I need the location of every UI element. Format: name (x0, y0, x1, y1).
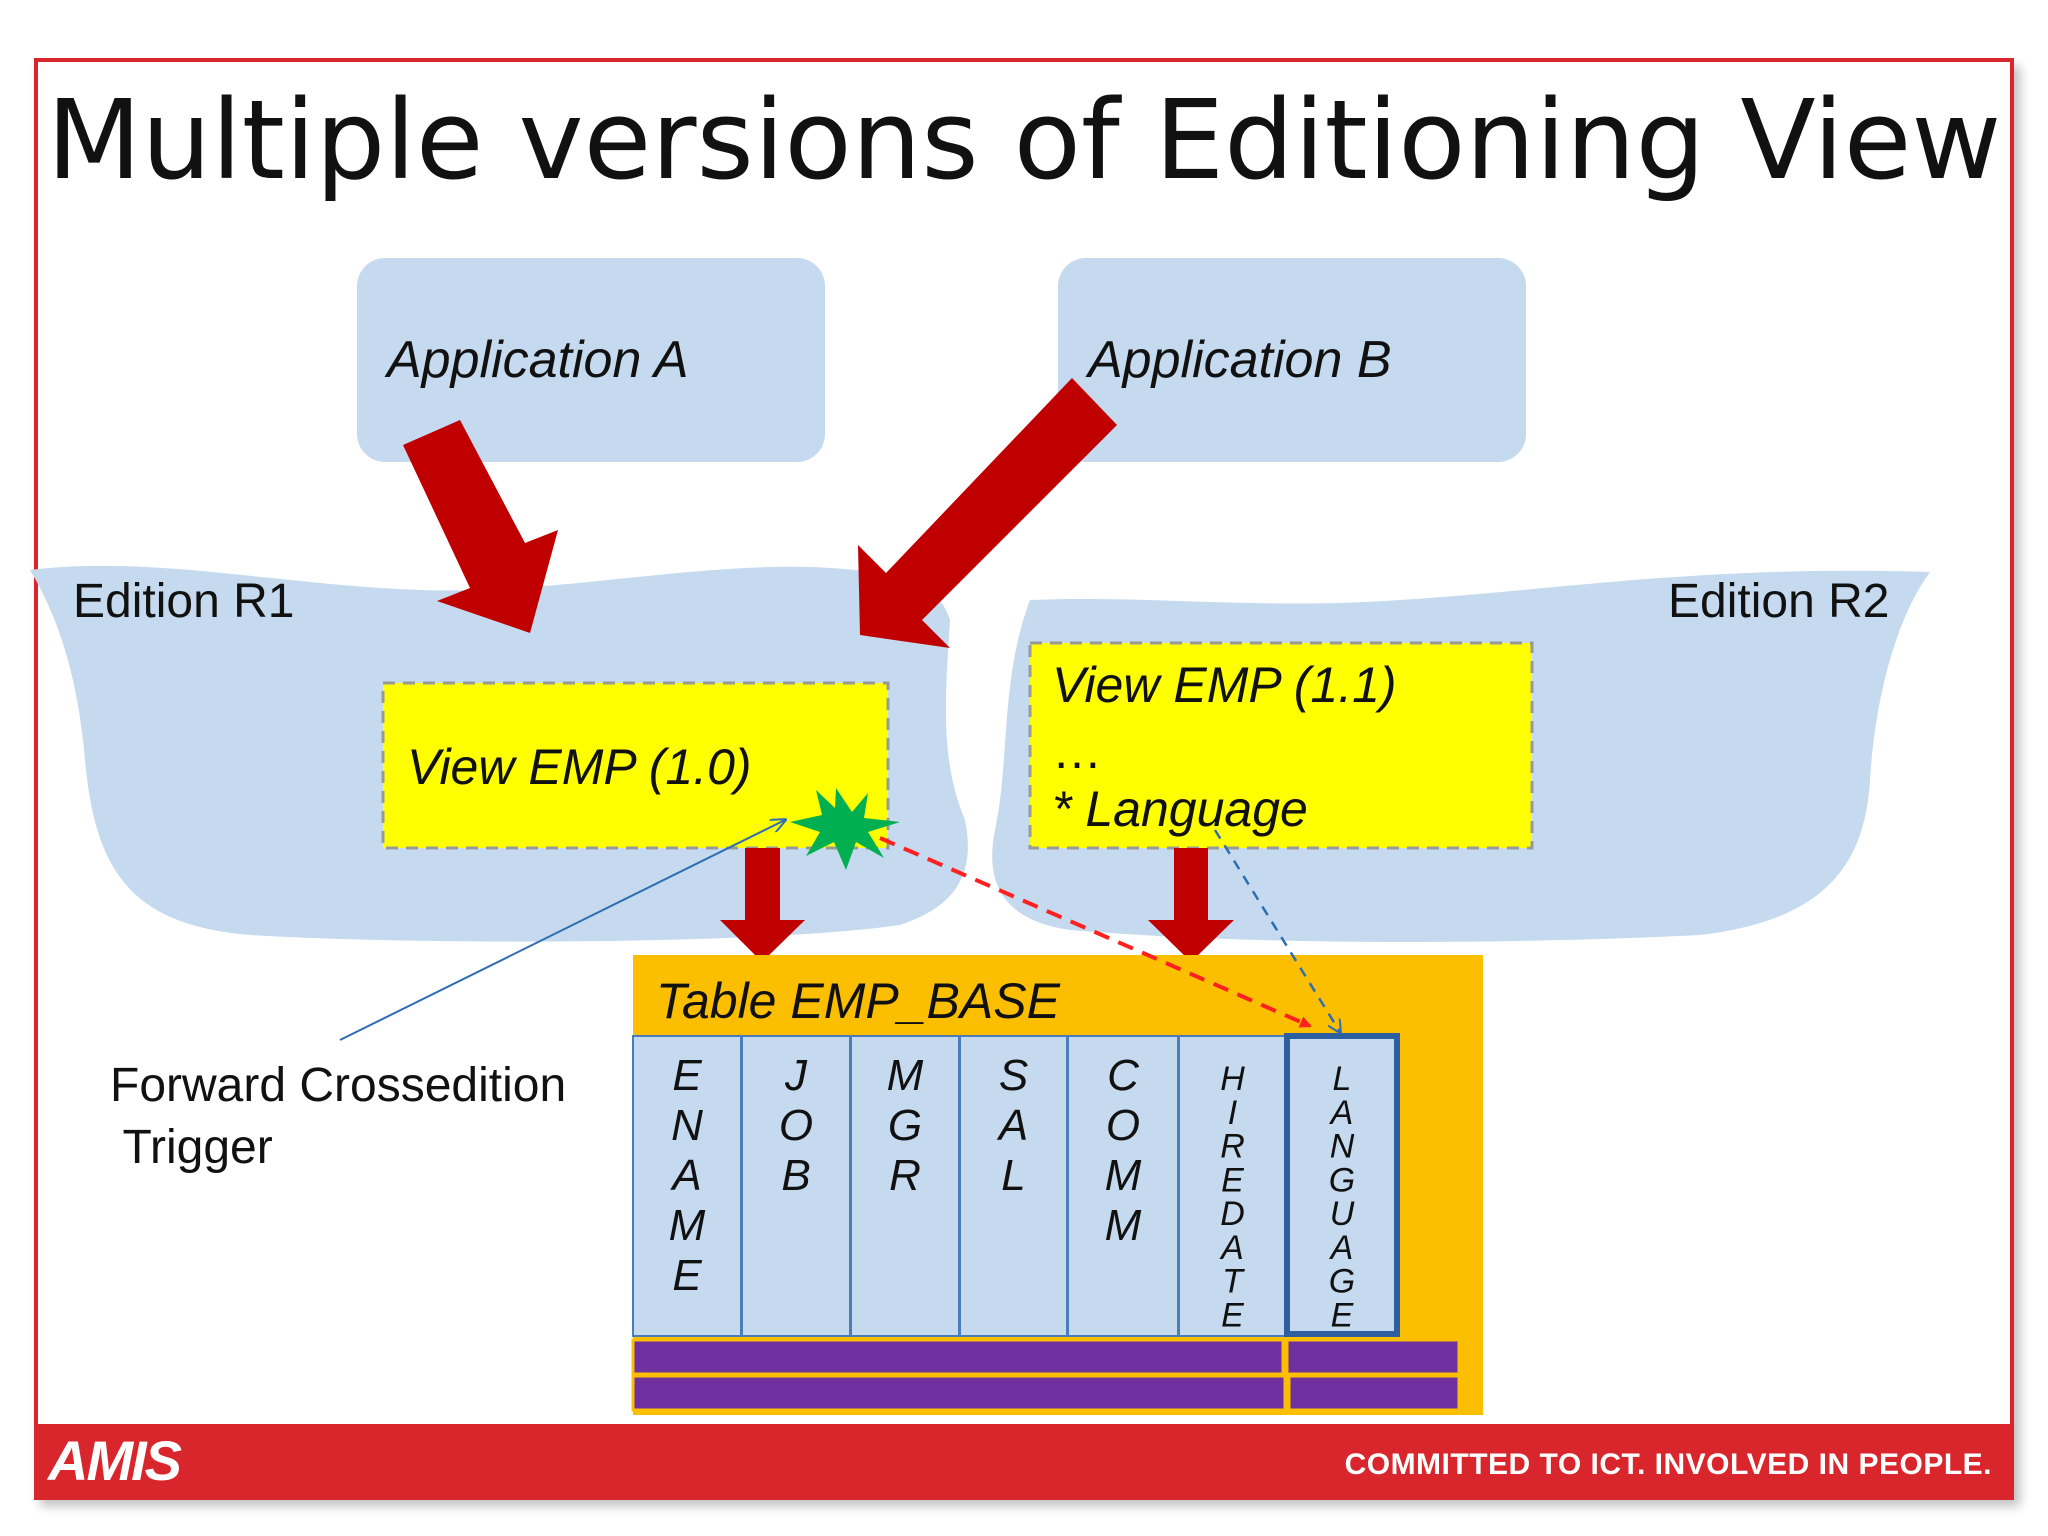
table-column-job-letter: J (784, 1051, 808, 1100)
application-b-box (1058, 258, 1526, 462)
table-column-job-letter: B (781, 1151, 810, 1200)
table-column-ename (632, 1035, 742, 1337)
table-row-2-language (1287, 1374, 1461, 1412)
view-emp-1-1-ellipsis: … (1052, 723, 1102, 779)
table-column-hiredate-letter: I (1228, 1094, 1238, 1132)
table-column-job-letter: O (779, 1101, 813, 1150)
table-column-language-letter: A (1329, 1094, 1354, 1132)
table-column-hiredate (1178, 1035, 1287, 1337)
table-column-ename-letter: N (671, 1101, 703, 1150)
table-column-sal (959, 1035, 1068, 1337)
footer-bar (34, 1424, 2014, 1500)
table-column-mgr-letter: M (887, 1051, 924, 1100)
dashed-blue-arrow (1213, 829, 1340, 1032)
table-column-sal-letter: A (996, 1101, 1028, 1150)
table-column-mgr-letter: R (889, 1151, 921, 1200)
table-column-ename-letter: M (669, 1201, 706, 1250)
application-a-box (357, 258, 825, 462)
trigger-pointer-line (339, 820, 785, 1041)
table-column-language-letter: L (1333, 1060, 1352, 1098)
table-column-mgr-letter: G (888, 1101, 922, 1150)
view-emp-1-1-box (1028, 641, 1534, 850)
trigger-label: Forward Crossedition Trigger (110, 1059, 567, 1174)
table-row-2 (631, 1374, 1287, 1412)
table-column-ename-letter: E (672, 1051, 702, 1100)
table-column-hiredate-letter: D (1220, 1195, 1245, 1233)
table-column-language-letter: N (1330, 1128, 1355, 1166)
table-emp-base-title: Table EMP_BASE (656, 973, 1060, 1029)
table-column-language (1284, 1033, 1400, 1337)
trigger-starburst-icon (790, 788, 900, 870)
table-row-1-language (1285, 1338, 1461, 1376)
arrow-app-a-to-view (403, 420, 558, 633)
table-column-sal-letter: S (999, 1051, 1028, 1100)
table-column-hiredate-letter: T (1222, 1263, 1245, 1301)
table-column-comm-letter: C (1107, 1051, 1140, 1100)
edition-r2-label: Edition R2 (1668, 575, 1890, 628)
view-emp-1-0-title: View EMP (1.0) (407, 739, 752, 795)
table-column-hiredate-letter: H (1220, 1060, 1245, 1098)
table-column-language-letter: E (1331, 1296, 1354, 1334)
view-emp-1-1-language: * Language (1052, 781, 1308, 837)
dashed-red-arrow (879, 836, 1312, 1028)
table-column-language-letter: U (1330, 1195, 1355, 1233)
table-column-ename-letter: A (669, 1151, 701, 1200)
application-b-label: Application B (1088, 331, 1392, 389)
table-column-comm-letter: M (1105, 1151, 1142, 1200)
arrow-view11-to-table (1148, 848, 1234, 962)
table-column-hiredate-letter: A (1219, 1229, 1244, 1267)
arrow-view10-to-table (720, 848, 805, 962)
table-column-hiredate-letter: R (1220, 1128, 1245, 1166)
table-column-language-letter: G (1329, 1161, 1355, 1199)
table-column-ename-letter: E (672, 1251, 702, 1300)
table-column-language-letter: A (1329, 1229, 1354, 1267)
application-a-label: Application A (387, 331, 689, 389)
table-row-1 (631, 1338, 1285, 1376)
table-column-language-letter: G (1329, 1263, 1355, 1301)
table-column-sal-letter: L (1001, 1151, 1025, 1200)
view-emp-1-1-title: View EMP (1.1) (1052, 657, 1397, 713)
amis-logo: AMIS (48, 1429, 182, 1492)
table-column-hiredate-letter: E (1221, 1296, 1244, 1334)
edition-r1-label: Edition R1 (73, 575, 295, 628)
slide-title: Multiple versions of Editioning View (46, 76, 2002, 204)
table-column-comm-letter: M (1105, 1201, 1142, 1250)
arrow-app-b-to-view (858, 378, 1117, 648)
table-column-hiredate-letter: E (1221, 1161, 1244, 1199)
table-column-comm-letter: O (1106, 1101, 1140, 1150)
footer-tagline: COMMITTED TO ICT. INVOLVED IN PEOPLE. (1344, 1448, 1992, 1481)
